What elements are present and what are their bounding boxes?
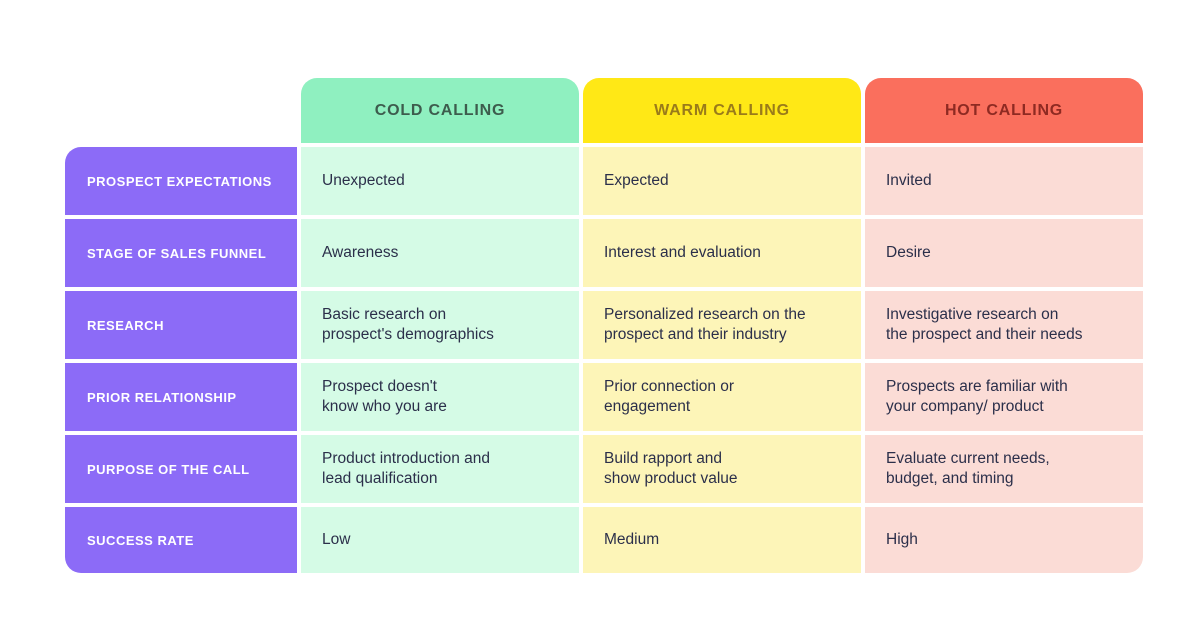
column-header-cold-calling: Cold Calling [301, 78, 579, 143]
comparison-table: Cold Calling Warm Calling Hot Calling Pr… [65, 78, 1143, 573]
row-label-prospect-expectations: Prospect Expectations [65, 147, 297, 215]
column-header-hot-calling: Hot Calling [865, 78, 1143, 143]
row-label-purpose-of-the-call: Purpose of the Call [65, 435, 297, 503]
row-label-prior-relationship: Prior Relationship [65, 363, 297, 431]
cell-research-cold: Basic research on prospect's demographic… [301, 291, 579, 359]
table-grid: Cold Calling Warm Calling Hot Calling Pr… [65, 78, 1143, 573]
row-label-research: Research [65, 291, 297, 359]
cell-stage-of-sales-funnel-cold: Awareness [301, 219, 579, 287]
row-label-stage-of-sales-funnel: Stage of Sales Funnel [65, 219, 297, 287]
cell-prospect-expectations-hot: Invited [865, 147, 1143, 215]
cell-prior-relationship-hot: Prospects are familiar with your company… [865, 363, 1143, 431]
table-corner-spacer [65, 78, 297, 143]
cell-purpose-of-the-call-warm: Build rapport and show product value [583, 435, 861, 503]
cell-purpose-of-the-call-cold: Product introduction and lead qualificat… [301, 435, 579, 503]
cell-research-warm: Personalized research on the prospect an… [583, 291, 861, 359]
row-label-success-rate: Success Rate [65, 507, 297, 573]
cell-purpose-of-the-call-hot: Evaluate current needs, budget, and timi… [865, 435, 1143, 503]
cell-prior-relationship-warm: Prior connection or engagement [583, 363, 861, 431]
cell-success-rate-warm: Medium [583, 507, 861, 573]
cell-prospect-expectations-cold: Unexpected [301, 147, 579, 215]
cell-research-hot: Investigative research on the prospect a… [865, 291, 1143, 359]
cell-stage-of-sales-funnel-hot: Desire [865, 219, 1143, 287]
cell-stage-of-sales-funnel-warm: Interest and evaluation [583, 219, 861, 287]
cell-success-rate-hot: High [865, 507, 1143, 573]
cell-prospect-expectations-warm: Expected [583, 147, 861, 215]
cell-success-rate-cold: Low [301, 507, 579, 573]
column-header-warm-calling: Warm Calling [583, 78, 861, 143]
cell-prior-relationship-cold: Prospect doesn't know who you are [301, 363, 579, 431]
